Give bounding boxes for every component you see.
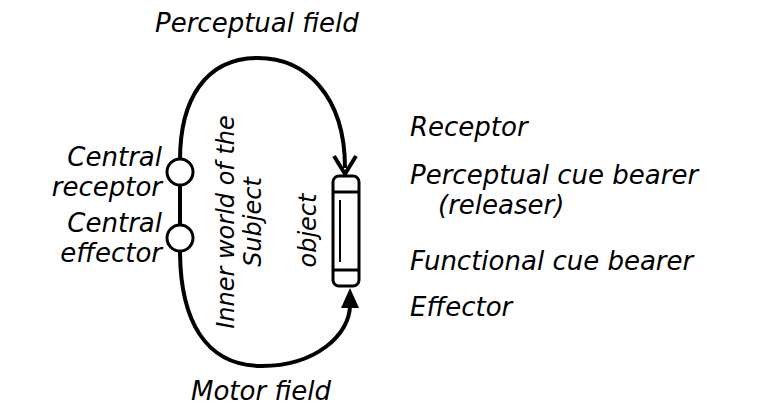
- cue-band: [333, 191, 359, 194]
- part-label: Central receptor: [14, 142, 162, 202]
- part-label: Effector: [410, 292, 760, 322]
- part-label: Receptor: [410, 112, 760, 142]
- receptor-fork: [334, 156, 356, 174]
- part-label: Perceptual cue bearer (releaser): [410, 160, 760, 220]
- field-label: Motor field: [188, 376, 334, 406]
- object-label: object: [295, 170, 322, 290]
- central-receptor-symbol: [167, 159, 193, 185]
- central-effector-symbol: [167, 225, 193, 251]
- circle-loop: [180, 58, 350, 366]
- cylinder-shade: [339, 200, 341, 262]
- object-cylinder: [333, 176, 359, 286]
- field-label: Perceptual field: [152, 8, 362, 38]
- part-label: Functional cue bearer: [410, 246, 770, 276]
- region-label: Inner world of the Subject: [213, 102, 267, 342]
- effector-arrowhead: [341, 288, 359, 308]
- part-label: Central effector: [14, 208, 162, 268]
- cue-band: [333, 269, 359, 272]
